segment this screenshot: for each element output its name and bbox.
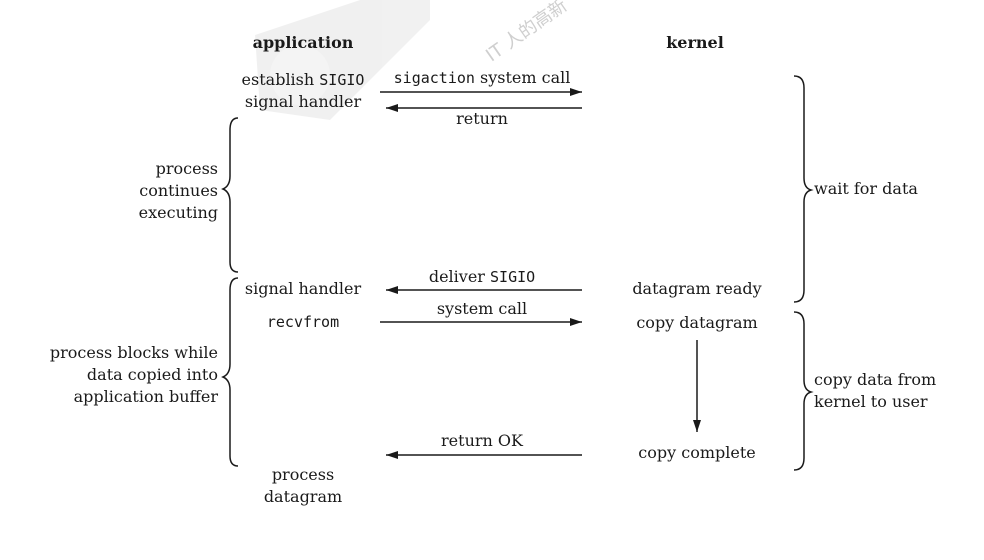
return-ok-label: return OK (441, 431, 523, 450)
process-continues-line1: process (155, 159, 218, 178)
left-brace-blocks (221, 277, 239, 467)
datagram-ready-label: datagram ready (632, 279, 762, 298)
right-brace-copy (793, 311, 814, 471)
system-call-label: system call (436, 299, 528, 318)
kernel-header: kernel (666, 33, 724, 52)
process-blocks-line3: application buffer (73, 387, 218, 406)
deliver-sigio-label: deliver SIGIO (428, 267, 536, 286)
copy-data-line1: copy data from (814, 370, 937, 389)
wait-for-data-label: wait for data (814, 179, 918, 198)
copy-data-line2: kernel to user (814, 392, 928, 411)
right-brace-wait (793, 75, 814, 303)
deliver-sigio-code: SIGIO (490, 268, 536, 286)
copy-complete-label: copy complete (638, 443, 756, 462)
application-header: application (252, 33, 354, 52)
process-datagram-line1: process (271, 465, 335, 484)
process-continues-line2: continues (139, 181, 218, 200)
copy-datagram-label: copy datagram (636, 313, 758, 332)
establish-label: establish SIGIO (241, 70, 365, 89)
process-continues-line3: executing (138, 203, 218, 222)
return-label: return (456, 109, 508, 128)
process-blocks-line1: process blocks while (49, 343, 218, 362)
left-brace-continues (221, 117, 239, 273)
recvfrom-label: recvfrom (266, 313, 340, 331)
sigaction-label: sigaction system call (393, 68, 571, 87)
sigio-code: SIGIO (319, 71, 365, 89)
process-blocks-line2: data copied into (86, 365, 218, 384)
signal-handler-label: signal handler (244, 279, 362, 298)
process-datagram-line2: datagram (263, 487, 343, 506)
sigaction-code: sigaction (393, 69, 475, 87)
establish-label-line2: signal handler (244, 92, 362, 111)
